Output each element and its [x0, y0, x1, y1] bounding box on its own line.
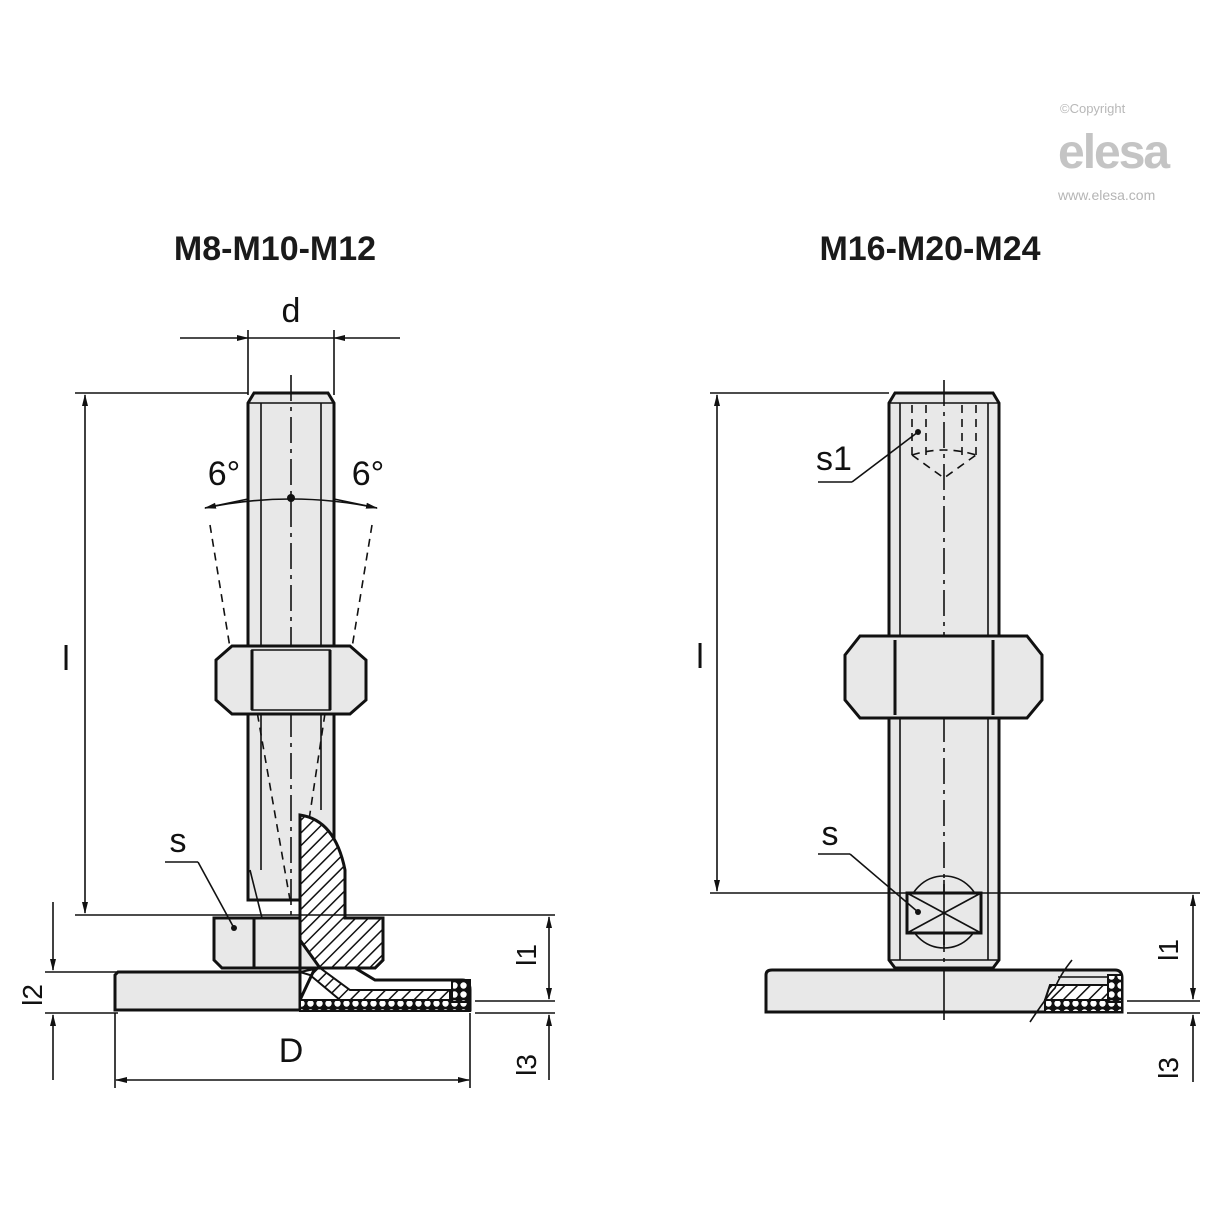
dim-l2-label: l2 [17, 984, 48, 1006]
hex-lock-nut [214, 644, 368, 716]
dim-l-label: l [696, 638, 704, 676]
view-m16-m20-m24: M16-M20-M24 s1 [696, 230, 1200, 1082]
wrench-s-label: s [170, 822, 187, 860]
dim-l3-label: l3 [1153, 1057, 1184, 1079]
rubber-pad [299, 999, 471, 1012]
view-title: M8-M10-M12 [174, 230, 376, 268]
copyright-text: ©Copyright [1060, 101, 1126, 116]
ball-joint-section [298, 813, 385, 970]
dim-D-label: D [279, 1032, 304, 1070]
dim-l3-label: l3 [511, 1054, 542, 1076]
socket-s1 [911, 405, 977, 479]
dim-l1-label: l1 [1153, 939, 1184, 961]
wrench-s-label: s [822, 815, 839, 853]
rubber-pad [1044, 999, 1123, 1013]
brand-url: www.elesa.com [1057, 187, 1155, 203]
angle-left-label: 6° [208, 455, 241, 493]
dim-l1-label: l1 [511, 944, 542, 966]
brand-logo: elesa [1058, 126, 1170, 179]
socket-s1-label: s1 [816, 440, 852, 478]
dim-d-label: d [282, 292, 301, 330]
hex-lock-nut [843, 634, 1044, 720]
elesa-watermark: ©Copyright elesa www.elesa.com [1057, 101, 1172, 203]
view-title: M16-M20-M24 [819, 230, 1040, 268]
wrench-flat [905, 875, 983, 949]
dim-l-label: l [62, 640, 70, 678]
view-m8-m10-m12: M8-M10-M12 d 6° 6° [17, 230, 555, 1088]
angle-right-label: 6° [352, 455, 385, 493]
base-disc [113, 970, 302, 1012]
